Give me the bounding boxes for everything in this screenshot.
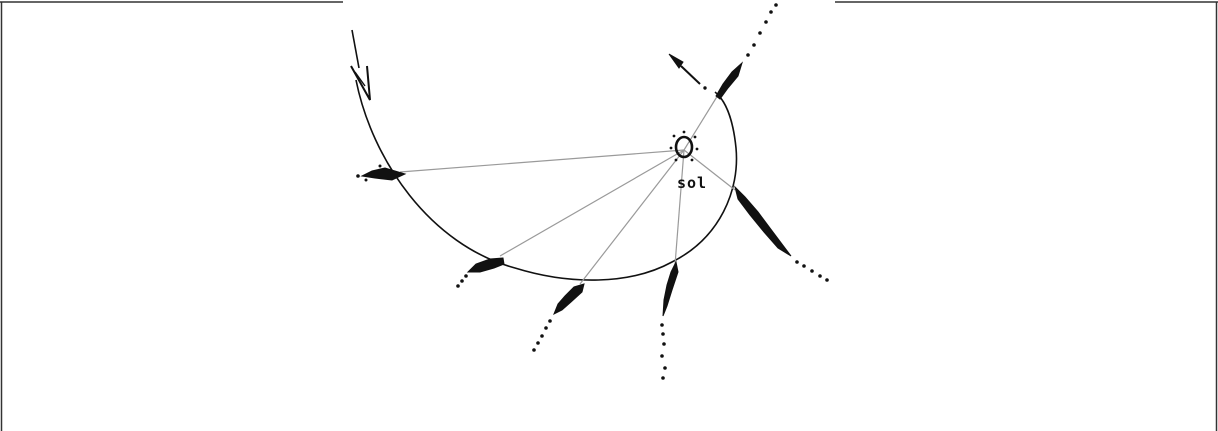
comet-tail-4	[661, 262, 678, 379]
ray-to-position-6	[684, 95, 718, 150]
ray-to-position-4	[675, 150, 684, 265]
ray-to-position-2	[500, 150, 684, 256]
sun-icon	[670, 131, 699, 162]
sun-label: sol	[677, 174, 707, 192]
comet-tail-3	[533, 284, 584, 351]
ray-to-position-1	[400, 150, 684, 172]
exit-arrow-icon	[669, 54, 706, 89]
comet-tail-6	[716, 4, 777, 99]
comet-tail-5	[735, 187, 828, 281]
direction-arrow-icon	[351, 30, 370, 100]
comet-tail-2	[457, 258, 504, 287]
comet-tails	[357, 4, 829, 380]
